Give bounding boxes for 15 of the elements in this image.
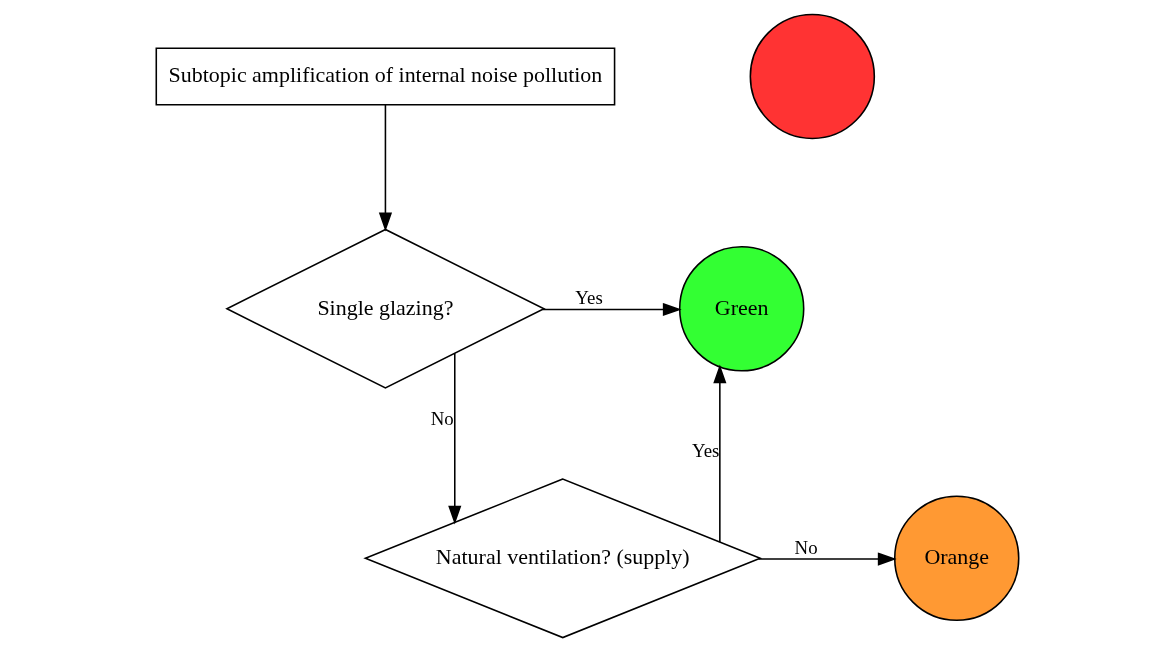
arrow	[713, 364, 727, 543]
edge-label: No	[794, 536, 818, 558]
edge-label: No	[430, 407, 454, 429]
edge-label: Yes	[575, 287, 603, 309]
node-circle	[749, 13, 876, 140]
node-circle: Green	[678, 245, 805, 372]
node-diamond: Single glazing?	[225, 228, 546, 389]
arrow	[541, 302, 682, 317]
edge-label: Yes	[692, 439, 720, 461]
node-diamond: Natural ventilation? (supply)	[363, 478, 763, 639]
arrow	[448, 352, 462, 525]
node-box: Subtopic amplification of internal noise pollution	[155, 47, 616, 106]
arrow	[757, 552, 897, 566]
arrow	[378, 104, 393, 232]
node-circle: Orange	[893, 495, 1020, 622]
